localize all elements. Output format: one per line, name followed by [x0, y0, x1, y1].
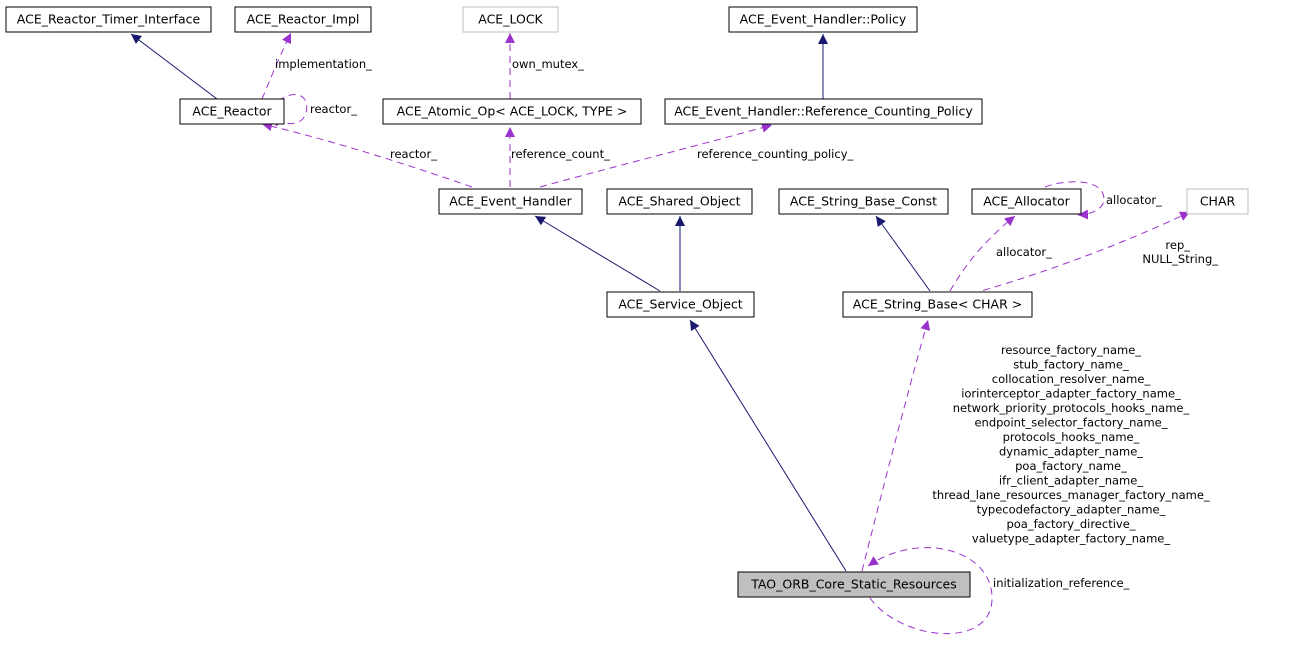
- edge-label-rep: rep_: [1165, 238, 1190, 252]
- node-service-object[interactable]: ACE_Service_Object: [606, 291, 755, 318]
- node-label: ACE_Event_Handler::Policy: [740, 12, 907, 27]
- node-label: ACE_LOCK: [478, 12, 543, 27]
- edge-label-initialization-reference: initialization_reference_: [993, 576, 1130, 590]
- edge-label-allocator: allocator_: [996, 245, 1052, 259]
- node-ace-lock[interactable]: ACE_LOCK: [462, 6, 559, 33]
- edge-string-members: [861, 319, 931, 572]
- node-label: ACE_String_Base_Const: [790, 194, 937, 209]
- node-reference-counting-policy[interactable]: ACE_Event_Handler::Reference_Counting_Po…: [664, 98, 983, 125]
- node-policy[interactable]: ACE_Event_Handler::Policy: [728, 6, 918, 33]
- edge-reference-counting-policy: [539, 122, 773, 188]
- node-static-resources[interactable]: TAO_ORB_Core_Static_Resources: [737, 571, 971, 598]
- node-atomic-op[interactable]: ACE_Atomic_Op< ACE_LOCK, TYPE >: [382, 98, 642, 125]
- node-reactor-impl[interactable]: ACE_Reactor_Impl: [234, 6, 372, 33]
- string-member-label: resource_factory_name_: [1001, 343, 1141, 357]
- node-reactor[interactable]: ACE_Reactor: [179, 98, 285, 125]
- string-member-label: thread_lane_resources_manager_factory_na…: [932, 488, 1210, 502]
- string-member-label: ifr_client_adapter_name_: [999, 474, 1143, 488]
- string-member-label: collocation_resolver_name_: [992, 372, 1151, 386]
- node-label: TAO_ORB_Core_Static_Resources: [750, 577, 956, 592]
- edge-label-reference-counting-policy: reference_counting_policy_: [697, 147, 853, 161]
- node-label: ACE_Event_Handler::Reference_Counting_Po…: [674, 104, 973, 119]
- node-label: ACE_Event_Handler: [449, 194, 572, 209]
- node-string-base[interactable]: ACE_String_Base< CHAR >: [842, 291, 1033, 318]
- node-label: ACE_Reactor_Impl: [247, 12, 360, 27]
- node-reactor-timer-interface[interactable]: ACE_Reactor_Timer_Interface: [5, 6, 212, 33]
- node-label: ACE_Reactor: [192, 104, 272, 119]
- edge-label-reactor-self: reactor_: [310, 102, 357, 116]
- edge-allocator-usage: [949, 215, 1016, 292]
- edge-label-implementation: implementation_: [275, 57, 372, 71]
- node-shared-object[interactable]: ACE_Shared_Object: [606, 188, 753, 215]
- edge-reactor-to-timer-interface: [130, 33, 218, 100]
- node-string-base-const[interactable]: ACE_String_Base_Const: [778, 188, 949, 215]
- edge-reactor-self: [269, 94, 308, 127]
- edge-label-allocator-self: allocator_: [1106, 193, 1162, 207]
- node-label: ACE_Atomic_Op< ACE_LOCK, TYPE >: [397, 104, 628, 119]
- edge-implementation: [261, 32, 292, 100]
- edge-static-resources-to-service-object: [689, 319, 847, 572]
- node-label: ACE_Service_Object: [618, 297, 742, 312]
- string-member-label: poa_factory_name_: [1015, 459, 1127, 473]
- string-member-label: stub_factory_name_: [1013, 358, 1129, 372]
- node-char[interactable]: CHAR: [1186, 188, 1249, 215]
- string-member-label: network_priority_protocols_hooks_name_: [953, 401, 1190, 415]
- node-event-handler[interactable]: ACE_Event_Handler: [438, 188, 583, 215]
- edge-service-object-to-event-handler: [534, 215, 661, 292]
- edge-label-null-string: NULL_String_: [1142, 252, 1218, 266]
- edge-reactor-usage: [261, 121, 473, 188]
- node-label: ACE_Allocator: [983, 194, 1070, 209]
- string-member-label: endpoint_selector_factory_name_: [974, 416, 1167, 430]
- string-member-label: valuetype_adapter_factory_name_: [972, 532, 1170, 546]
- string-member-label: typecodefactory_adapter_name_: [977, 503, 1166, 517]
- node-label: ACE_String_Base< CHAR >: [853, 297, 1022, 312]
- string-member-label: poa_factory_directive_: [1006, 517, 1135, 531]
- string-member-label: iorinterceptor_adapter_factory_name_: [961, 387, 1181, 401]
- node-label: ACE_Shared_Object: [618, 194, 740, 209]
- string-member-label: dynamic_adapter_name_: [999, 445, 1143, 459]
- edge-label-string-members: resource_factory_name_ stub_factory_name…: [932, 343, 1210, 546]
- edge-initialization-reference-self: [867, 547, 993, 634]
- node-allocator[interactable]: ACE_Allocator: [971, 188, 1082, 215]
- node-label: ACE_Reactor_Timer_Interface: [17, 12, 201, 27]
- edge-label-own-mutex: own_mutex_: [512, 57, 584, 71]
- edge-string-base-to-const: [875, 215, 931, 292]
- edge-allocator-self: [1044, 181, 1105, 220]
- edge-label-reference-count: reference_count_: [511, 147, 610, 161]
- edge-rep-null-string: [959, 211, 1191, 298]
- string-member-label: protocols_hooks_name_: [1003, 430, 1140, 444]
- edge-label-reactor: reactor_: [390, 147, 437, 161]
- node-label: CHAR: [1200, 194, 1236, 209]
